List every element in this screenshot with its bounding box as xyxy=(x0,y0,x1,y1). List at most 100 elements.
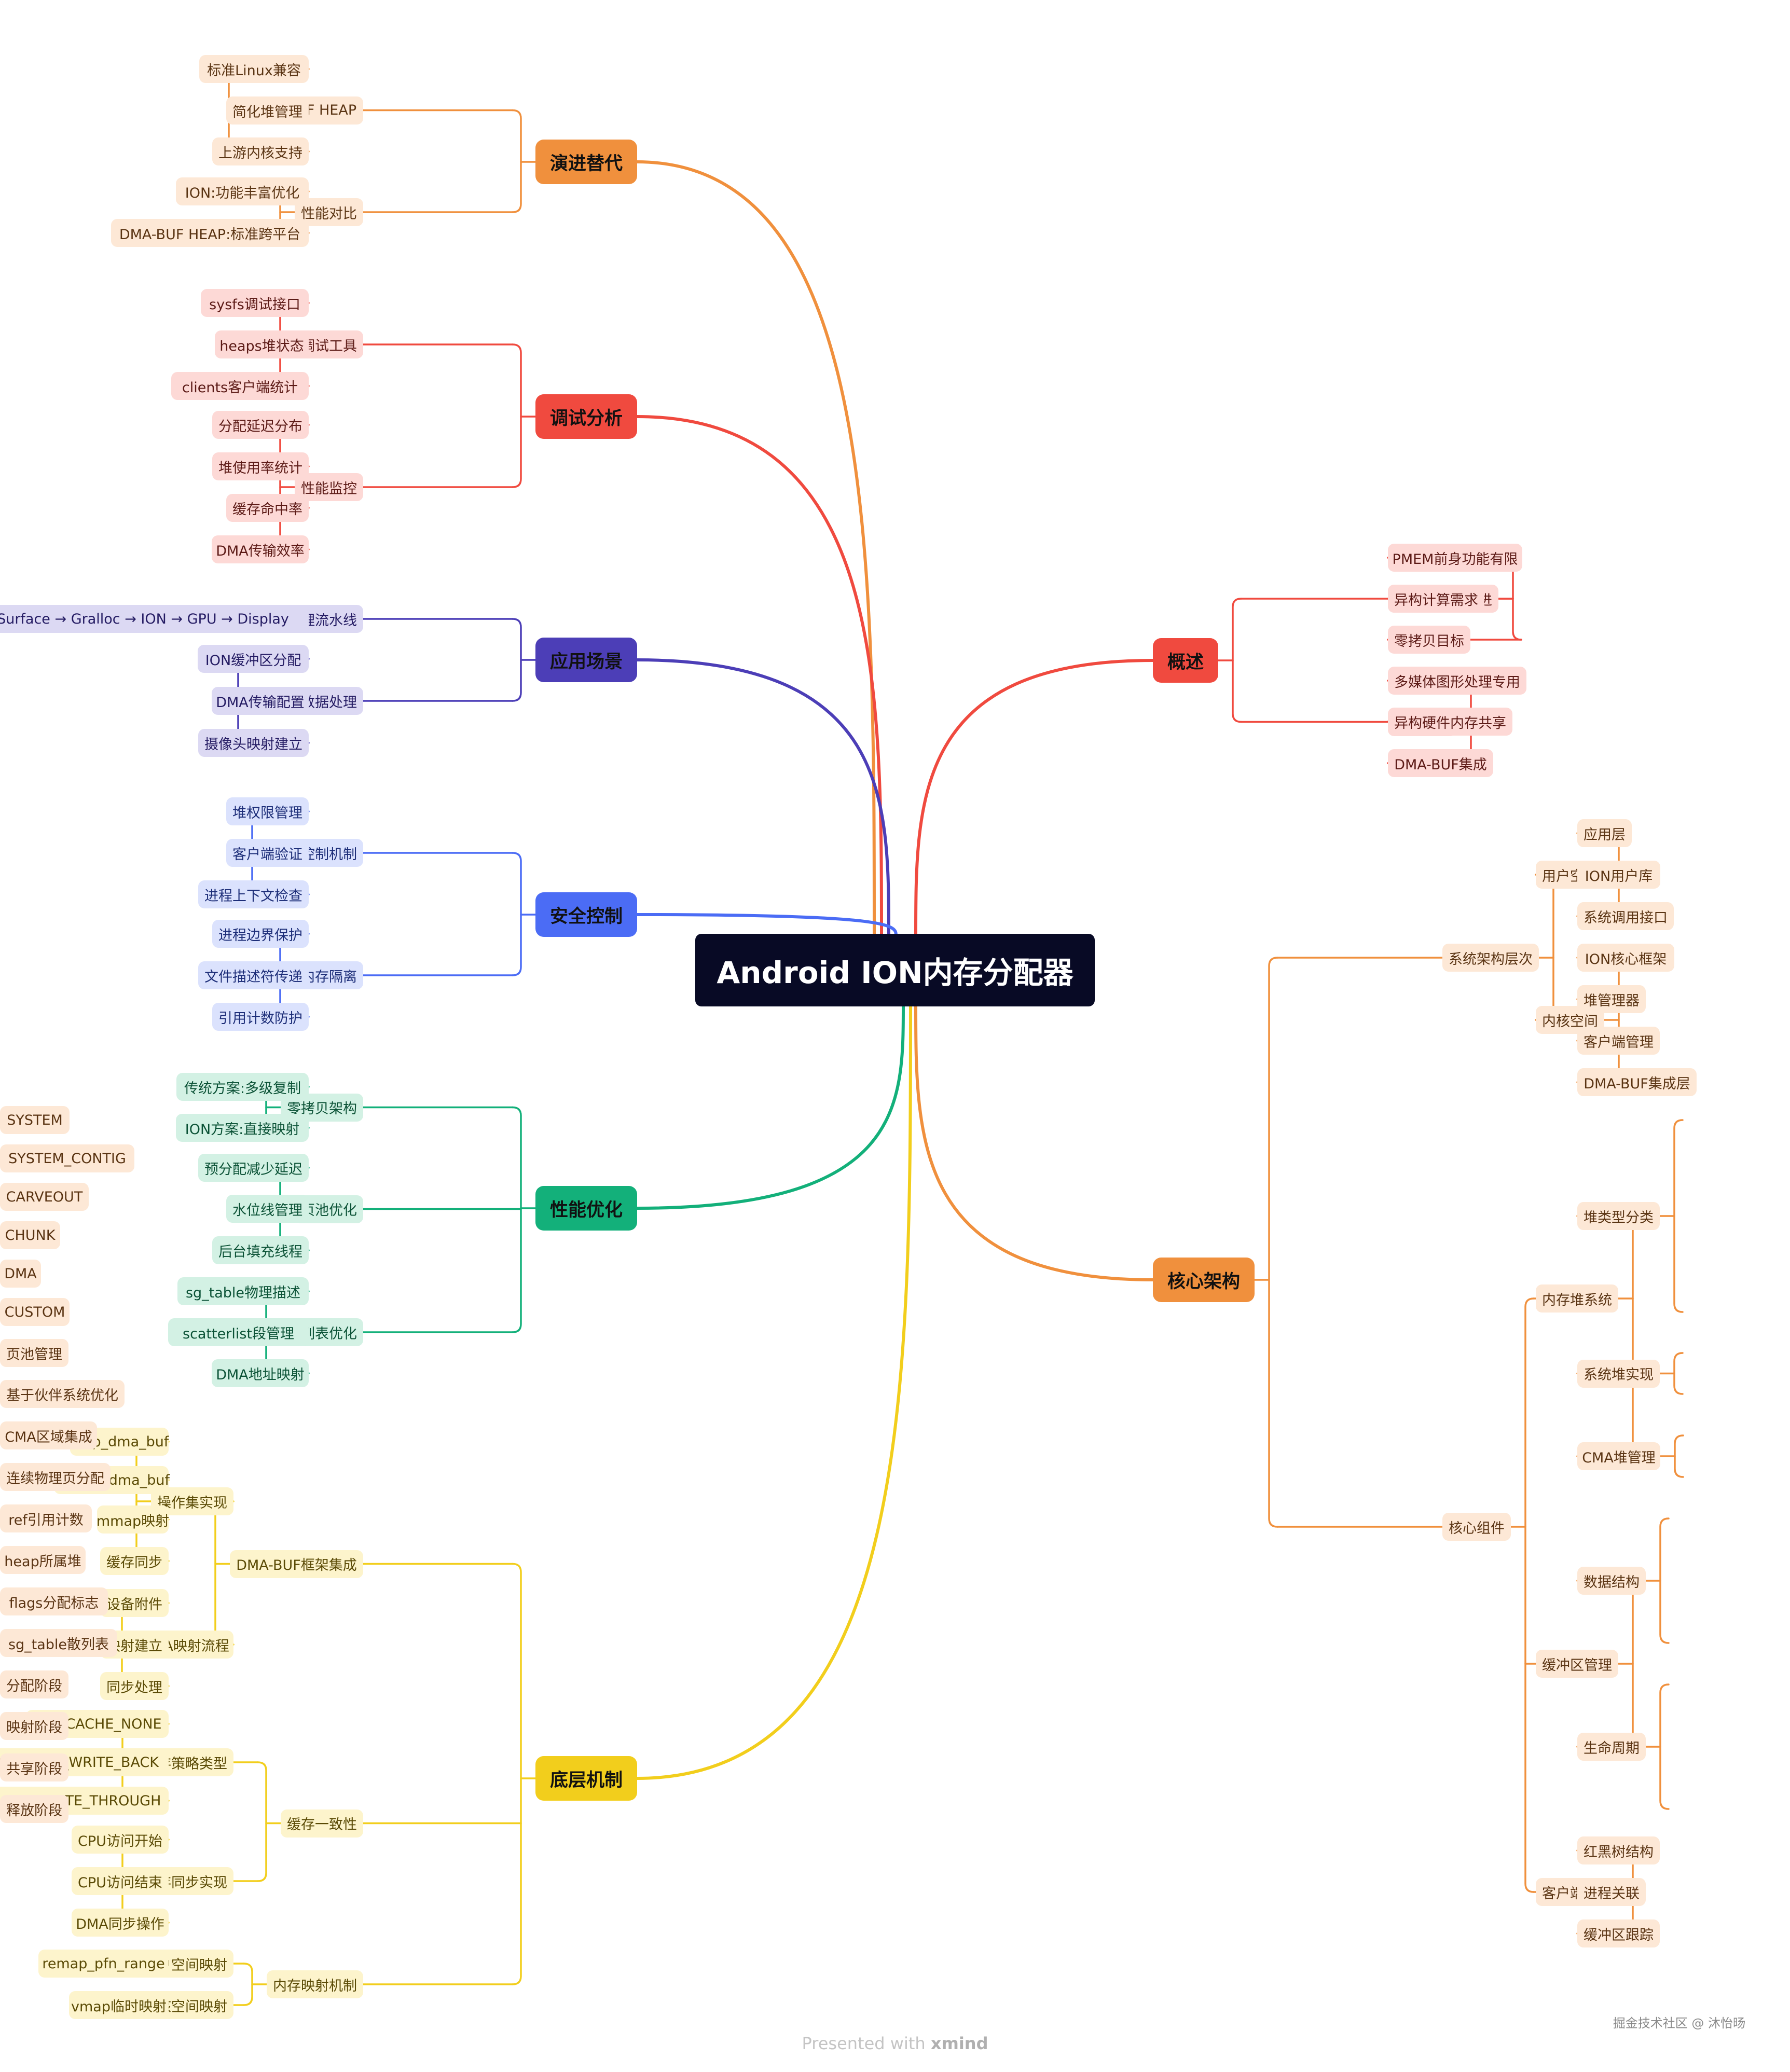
subtopic-node[interactable]: CPU访问结束 xyxy=(72,1867,169,1895)
subtopic-node[interactable]: CMA区域集成 xyxy=(0,1421,97,1449)
subtopic-node[interactable]: CUSTOM xyxy=(0,1298,70,1326)
subtopic-node[interactable]: 缓冲区管理 xyxy=(1536,1650,1618,1678)
subtopic-node[interactable]: heaps堆状态 xyxy=(215,330,309,358)
subtopic-node[interactable]: 堆使用率统计 xyxy=(212,452,309,480)
subtopic-node[interactable]: 数据结构 xyxy=(1577,1567,1646,1595)
subtopic-node[interactable]: CARVEOUT xyxy=(0,1183,89,1211)
topic-node[interactable]: 内存映射机制 xyxy=(267,1970,363,1998)
subtopic-node[interactable]: 进程关联 xyxy=(1577,1878,1646,1906)
branch-curve xyxy=(914,659,1154,937)
subtopic-node[interactable]: 设备附件 xyxy=(100,1589,169,1617)
topic-node[interactable]: DMA-BUF框架集成 xyxy=(230,1550,363,1578)
subtopic-node[interactable]: sysfs调试接口 xyxy=(201,289,309,317)
subtopic-node[interactable]: flags分配标志 xyxy=(0,1587,108,1615)
subtopic-node[interactable]: ION方案:直接映射 xyxy=(176,1114,309,1142)
subtopic-node[interactable]: 上游内核支持 xyxy=(212,137,309,165)
subtopic-node[interactable]: 传统方案:多级复制 xyxy=(176,1073,309,1101)
connector-spine xyxy=(512,1106,522,1333)
subtopic-node[interactable]: 引用计数防护 xyxy=(212,1003,309,1031)
subtopic-node[interactable]: 红黑树结构 xyxy=(1577,1836,1660,1864)
subtopic-node[interactable]: mmap映射 xyxy=(97,1505,169,1534)
subtopic-node[interactable]: 文件描述符传递 xyxy=(198,961,309,989)
subtopic-node[interactable]: DMA同步操作 xyxy=(72,1909,169,1937)
branch-node[interactable]: 应用场景 xyxy=(535,638,637,682)
subtopic-node[interactable]: remap_pfn_range xyxy=(38,1950,169,1978)
subtopic-node[interactable]: 基于伙伴系统优化 xyxy=(0,1380,125,1408)
subtopic-node[interactable]: CMA堆管理 xyxy=(1577,1442,1660,1470)
subtopic-node[interactable]: 堆类型分类 xyxy=(1577,1202,1660,1230)
subtopic-node[interactable]: 释放阶段 xyxy=(0,1795,68,1823)
subtopic-node[interactable]: ION缓冲区分配 xyxy=(198,645,309,673)
subtopic-node[interactable]: CPU访问开始 xyxy=(72,1826,169,1854)
connector-spine xyxy=(1524,1297,1535,1893)
subtopic-node[interactable]: 多媒体图形处理专用 xyxy=(1388,667,1526,695)
subtopic-node[interactable]: ION核心框架 xyxy=(1577,944,1674,972)
branch-node[interactable]: 性能优化 xyxy=(535,1186,637,1231)
subtopic-node[interactable]: 应用层 xyxy=(1577,819,1632,847)
subtopic-node[interactable]: 异构硬件内存共享 xyxy=(1388,708,1512,736)
subtopic-node[interactable]: DMA-BUF集成层 xyxy=(1577,1068,1697,1096)
subtopic-node[interactable]: 后台填充线程 xyxy=(212,1236,309,1264)
subtopic-node[interactable]: 标准Linux兼容 xyxy=(199,55,309,83)
subtopic-node[interactable]: sg_table散列表 xyxy=(0,1629,117,1657)
subtopic-node[interactable]: 共享阶段 xyxy=(0,1753,68,1781)
subtopic-node[interactable]: 简化堆管理 xyxy=(226,96,309,125)
subtopic-node[interactable]: 堆管理器 xyxy=(1577,985,1646,1013)
subtopic-node[interactable]: CHUNK xyxy=(0,1221,60,1249)
subtopic-node[interactable]: 摄像头映射建立 xyxy=(198,729,309,757)
branch-node[interactable]: 安全控制 xyxy=(535,892,637,937)
branch-node[interactable]: 核心架构 xyxy=(1153,1258,1255,1302)
branch-node[interactable]: 底层机制 xyxy=(535,1756,637,1801)
subtopic-node[interactable]: 缓存命中率 xyxy=(226,494,309,522)
subtopic-node[interactable]: 分配阶段 xyxy=(0,1670,68,1698)
subtopic-node[interactable]: 水位线管理 xyxy=(226,1195,309,1223)
subtopic-node[interactable]: sg_table物理描述 xyxy=(177,1277,309,1305)
branch-node[interactable]: 演进替代 xyxy=(535,140,637,184)
subtopic-node[interactable]: DMA地址映射 xyxy=(212,1359,309,1387)
branch-node[interactable]: 概述 xyxy=(1153,638,1218,683)
subtopic-node[interactable]: SYSTEM_CONTIG xyxy=(0,1144,134,1172)
subtopic-node[interactable]: clients客户端统计 xyxy=(171,372,309,400)
subtopic-node[interactable]: ION:功能丰富优化 xyxy=(176,177,309,205)
subtopic-node[interactable]: DMA-BUF集成 xyxy=(1388,749,1493,777)
subtopic-node[interactable]: vmap临时映射 xyxy=(69,1991,169,2019)
subtopic-node[interactable]: 客户端管理 xyxy=(1577,1027,1660,1055)
subtopic-node[interactable]: 系统调用接口 xyxy=(1577,902,1674,930)
subtopic-node[interactable]: 异构计算需求 xyxy=(1388,585,1484,613)
subtopic-node[interactable]: ION用户库 xyxy=(1577,861,1660,889)
subtopic-node[interactable]: 堆权限管理 xyxy=(226,797,309,825)
subtopic-node[interactable]: heap所属堆 xyxy=(0,1546,86,1574)
subtopic-node[interactable]: 同步处理 xyxy=(100,1672,169,1700)
subtopic-node[interactable]: PMEM前身功能有限 xyxy=(1388,544,1522,572)
subtopic-node[interactable]: 连续物理页分配 xyxy=(0,1463,111,1491)
branch-node[interactable]: 调试分析 xyxy=(535,394,637,439)
subtopic-node[interactable]: 生命周期 xyxy=(1577,1733,1646,1761)
subtopic-node[interactable]: 客户端验证 xyxy=(226,839,309,867)
subtopic-node[interactable]: 缓冲区跟踪 xyxy=(1577,1919,1660,1947)
subtopic-node[interactable]: SYSTEM xyxy=(0,1106,70,1134)
branch-curve xyxy=(636,415,883,937)
subtopic-node[interactable]: scatterlist段管理 xyxy=(168,1318,309,1346)
subtopic-node[interactable]: 预分配减少延迟 xyxy=(198,1154,309,1182)
subtopic-node[interactable]: 进程边界保护 xyxy=(212,920,309,948)
subtopic-node[interactable]: 页池管理 xyxy=(0,1339,68,1367)
connector-spine xyxy=(243,1963,253,2006)
subtopic-node[interactable]: 内存堆系统 xyxy=(1536,1284,1618,1313)
subtopic-node[interactable]: ref引用计数 xyxy=(0,1504,92,1532)
subtopic-node[interactable]: Surface → Gralloc → ION → GPU → Display xyxy=(0,605,309,633)
subtopic-node[interactable]: 映射阶段 xyxy=(0,1712,68,1740)
subtopic-node[interactable]: 系统堆实现 xyxy=(1577,1359,1660,1388)
topic-node[interactable]: 缓存一致性 xyxy=(281,1809,363,1838)
subtopic-node[interactable]: 缓存同步 xyxy=(100,1547,169,1575)
connector-spine xyxy=(271,424,281,550)
subtopic-node[interactable]: DMA传输效率 xyxy=(212,535,309,563)
root-topic[interactable]: Android ION内存分配器 xyxy=(695,934,1095,1006)
subtopic-node[interactable]: 分配延迟分布 xyxy=(212,411,309,439)
subtopic-node[interactable]: 进程上下文检查 xyxy=(198,880,309,908)
subtopic-node[interactable]: DMA传输配置 xyxy=(212,687,309,715)
topic-node[interactable]: 系统架构层次 xyxy=(1442,944,1539,972)
subtopic-node[interactable]: DMA xyxy=(0,1260,41,1288)
topic-node[interactable]: 核心组件 xyxy=(1442,1513,1511,1541)
subtopic-node[interactable]: 零拷贝目标 xyxy=(1388,626,1470,654)
subtopic-node[interactable]: DMA-BUF HEAP:标准跨平台 xyxy=(111,219,309,247)
